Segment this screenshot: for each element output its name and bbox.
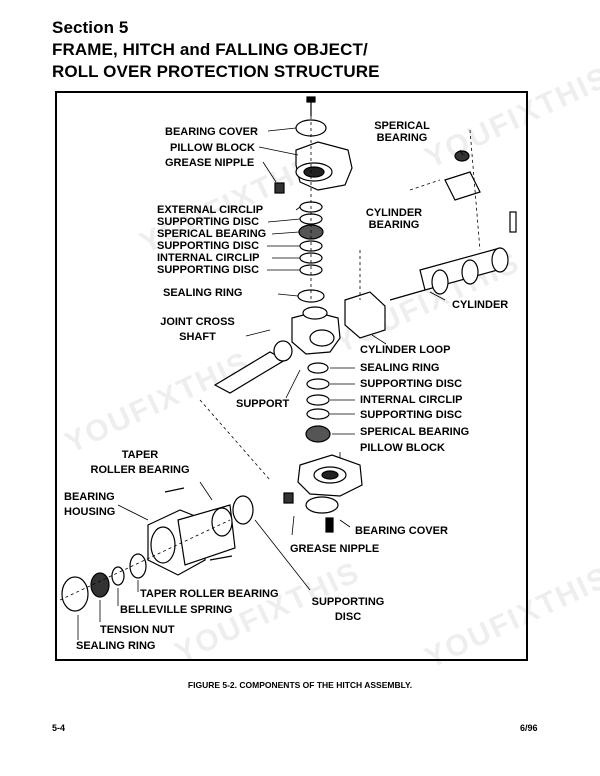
label-cylinder-loop: CYLINDER LOOP [360, 344, 451, 356]
label-external-circlip: EXTERNAL CIRCLIP [157, 204, 264, 216]
label-internal-circlip-2: INTERNAL CIRCLIP [360, 394, 463, 406]
tension-nut-part [90, 572, 110, 598]
section-heading: Section 5 [52, 18, 129, 37]
label-supporting-disc-4: SUPPORTING DISC [360, 378, 463, 390]
label-supporting-disc-3: SUPPORTING DISC [157, 264, 260, 276]
label-taper-roller-bearing-low: TAPER ROLLER BEARING [140, 588, 279, 600]
label-cylinder: CYLINDER [452, 299, 509, 311]
page-number: 5-4 [52, 723, 66, 733]
disc-stack-lower [305, 362, 331, 443]
figure-caption: FIGURE 5-2. COMPONENTS OF THE HITCH ASSE… [187, 680, 413, 690]
sealing-ring-part [61, 576, 89, 612]
label-bearing-cover-low: BEARING COVER [355, 525, 448, 537]
revision-date: 6/96 [520, 723, 538, 733]
label-support: SUPPORT [236, 398, 290, 410]
label-sealing-ring-2: SEALING RING [360, 362, 440, 374]
pillow-block-lower-part [297, 454, 363, 497]
label-sperical-bearing-low: SPERICAL BEARING [360, 426, 470, 438]
taper-roller-bearing-part [129, 553, 147, 579]
label-supporting-disc-2: SUPPORTING DISC [157, 240, 260, 252]
label-sealing-ring-1: SEALING RING [163, 287, 243, 299]
pillow-block-top-part [295, 141, 353, 191]
label-sealing-ring-3: SEALING RING [76, 640, 156, 652]
lower-bolt-icon [325, 517, 334, 533]
label-sperical-bearing-mid: SPERICAL BEARING [157, 228, 267, 240]
grease-nipple-top-part [274, 182, 285, 194]
cylinder-part [389, 150, 517, 301]
label-belleville-spring: BELLEVILLE SPRING [120, 604, 233, 616]
cylinder-loop-part [344, 291, 386, 339]
label-bearing-cover-top: BEARING COVER [165, 126, 258, 138]
label-pillow-block-top: PILLOW BLOCK [170, 142, 255, 154]
label-grease-nipple-low: GREASE NIPPLE [290, 543, 380, 555]
label-supporting-disc-1: SUPPORTING DISC [157, 216, 260, 228]
grease-nipple-lower-part [283, 492, 294, 504]
page-title-line-2: ROLL OVER PROTECTION STRUCTURE [52, 62, 380, 81]
bearing-cover-lower-part [305, 496, 339, 514]
figure-frame [55, 91, 528, 661]
page-title-line-1: FRAME, HITCH and FALLING OBJECT/ [52, 40, 368, 59]
label-pillow-block-low: PILLOW BLOCK [360, 442, 445, 454]
bearing-housing-part [147, 495, 254, 576]
top-bolt-icon [306, 96, 316, 116]
label-grease-nipple-top: GREASE NIPPLE [165, 157, 255, 169]
label-supporting-disc-5: SUPPORTING DISC [360, 409, 463, 421]
joint-cross-shaft-part [213, 306, 341, 394]
label-tension-nut: TENSION NUT [100, 624, 175, 636]
belleville-spring-part [111, 566, 125, 586]
label-internal-circlip-1: INTERNAL CIRCLIP [157, 252, 260, 264]
